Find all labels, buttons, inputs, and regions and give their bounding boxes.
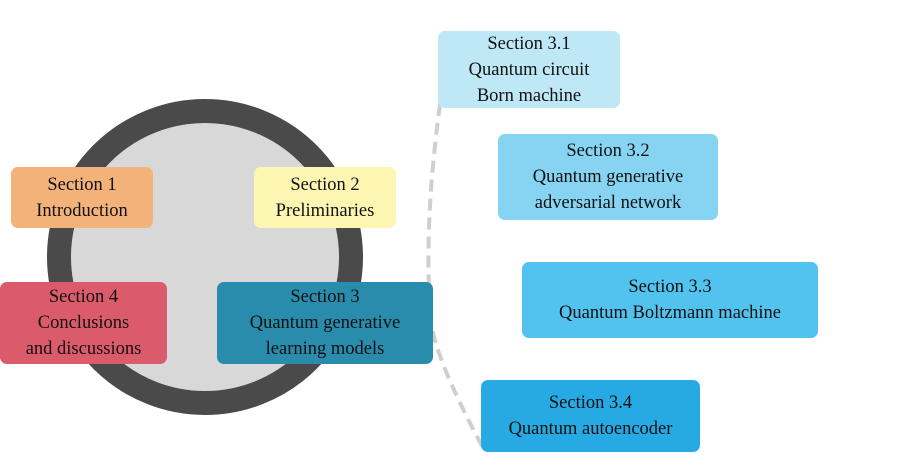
section-3-4-box: Section 3.4 Quantum autoencoder <box>481 380 700 452</box>
section-3-2-title-line-1: Quantum generative <box>532 167 684 187</box>
section-1-box: Section 1 Introduction <box>11 167 153 228</box>
section-4-number: Section 4 <box>48 287 119 307</box>
section-3-1-number: Section 3.1 <box>487 33 571 54</box>
section-4-box: Section 4 Conclusions and discussions <box>0 282 167 364</box>
section-3-2-title-line-2: adversarial network <box>534 193 682 213</box>
section-2-box: Section 2 Preliminaries <box>254 167 396 228</box>
section-3-3-number: Section 3.3 <box>628 277 712 297</box>
section-4-title-line-2: and discussions <box>25 339 142 359</box>
section-3-4-title: Quantum autoencoder <box>508 419 673 439</box>
section-3-1-box: Section 3.1 Quantum circuit Born machine <box>438 31 620 108</box>
section-3-3-title: Quantum Boltzmann machine <box>559 303 781 323</box>
section-2-title: Preliminaries <box>275 200 375 221</box>
section-3-number: Section 3 <box>290 287 360 307</box>
dashed-bracket-connector <box>426 103 484 447</box>
section-3-box: Section 3 Quantum generative learning mo… <box>217 282 433 364</box>
section-3-3-box: Section 3.3 Quantum Boltzmann machine <box>522 262 818 338</box>
section-3-2-box: Section 3.2 Quantum generative adversari… <box>498 134 718 220</box>
section-3-2-number: Section 3.2 <box>566 141 650 161</box>
section-1-title: Introduction <box>36 200 128 221</box>
section-4-title-line-1: Conclusions <box>37 313 130 333</box>
section-2-number: Section 2 <box>290 174 360 195</box>
section-3-1-title-line-2: Born machine <box>476 85 582 106</box>
section-3-title-line-1: Quantum generative <box>249 313 401 333</box>
section-1-number: Section 1 <box>47 174 117 195</box>
section-3-1-title-line-1: Quantum circuit <box>468 59 590 80</box>
section-3-4-number: Section 3.4 <box>548 393 633 413</box>
section-3-title-line-2: learning models <box>265 339 385 359</box>
